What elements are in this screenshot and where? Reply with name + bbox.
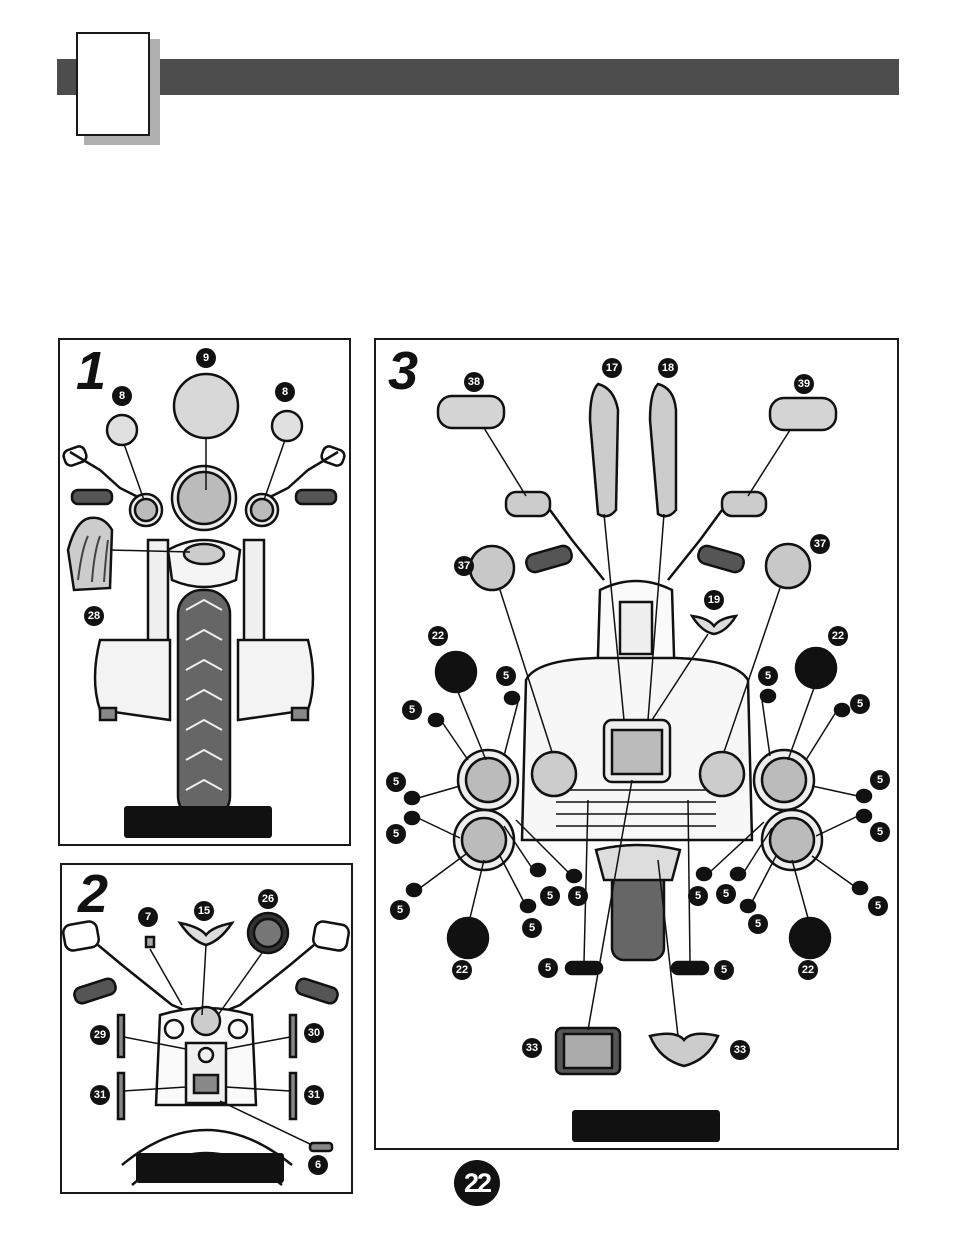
callout-15: 15 — [194, 901, 214, 921]
section-tab — [76, 32, 150, 136]
callout-33-left: 5 — [538, 958, 558, 978]
callout-31-left: 31 — [90, 1085, 110, 1105]
step-1-panel: 1 — [58, 338, 351, 846]
step-3-number: 3 — [388, 341, 419, 401]
callout-28: 28 — [84, 606, 104, 626]
callout-5: 5 — [386, 772, 406, 792]
callout-33-right: 5 — [714, 960, 734, 980]
step-1-label-bar — [124, 806, 272, 838]
callout-8-left: 8 — [112, 386, 132, 406]
page-number: 22 — [454, 1160, 500, 1206]
callout-34: 33 — [730, 1040, 750, 1060]
step-2-panel: 2 — [60, 863, 353, 1194]
callout-5: 5 — [870, 770, 890, 790]
callout-5: 5 — [758, 666, 778, 686]
step-2-label-bar — [136, 1153, 284, 1183]
callout-18: 18 — [658, 358, 678, 378]
callout-5: 5 — [868, 896, 888, 916]
callout-9: 9 — [196, 348, 216, 368]
callout-5: 5 — [568, 886, 588, 906]
callout-5: 5 — [688, 886, 708, 906]
callout-19: 19 — [704, 590, 724, 610]
callout-5: 5 — [870, 822, 890, 842]
step-2-number: 2 — [78, 864, 109, 924]
callout-5: 5 — [522, 918, 542, 938]
callout-8-right: 8 — [275, 382, 295, 402]
callout-5: 5 — [402, 700, 422, 720]
callout-37-left: 37 — [454, 556, 474, 576]
callout-5: 5 — [540, 886, 560, 906]
callout-5: 5 — [390, 900, 410, 920]
callout-22-bottom-right: 22 — [798, 960, 818, 980]
step-3-panel: 3 — [374, 338, 899, 1150]
callout-5: 5 — [496, 666, 516, 686]
callout-22-top-right: 22 — [828, 626, 848, 646]
step-1-illustration — [62, 372, 346, 822]
callout-22-bottom-left: 22 — [452, 960, 472, 980]
callout-5: 5 — [850, 694, 870, 714]
step-3-label-bar — [572, 1110, 720, 1142]
callout-30: 30 — [304, 1023, 324, 1043]
callout-6: 6 — [308, 1155, 328, 1175]
callout-31-right: 31 — [304, 1085, 324, 1105]
callout-17: 17 — [602, 358, 622, 378]
callout-37-right: 37 — [810, 534, 830, 554]
callout-5: 5 — [716, 884, 736, 904]
callout-7: 7 — [138, 907, 158, 927]
step-2-illustration — [62, 911, 350, 1186]
callout-5: 5 — [386, 824, 406, 844]
callout-39: 39 — [794, 374, 814, 394]
callout-26: 26 — [258, 889, 278, 909]
callout-27: 33 — [522, 1038, 542, 1058]
callout-5: 5 — [748, 914, 768, 934]
section-header-bar — [57, 59, 899, 95]
callout-38: 38 — [464, 372, 484, 392]
callout-29: 29 — [90, 1025, 110, 1045]
step-1-number: 1 — [76, 341, 107, 401]
step-3-illustration — [403, 382, 873, 1076]
callout-22-top-left: 22 — [428, 626, 448, 646]
